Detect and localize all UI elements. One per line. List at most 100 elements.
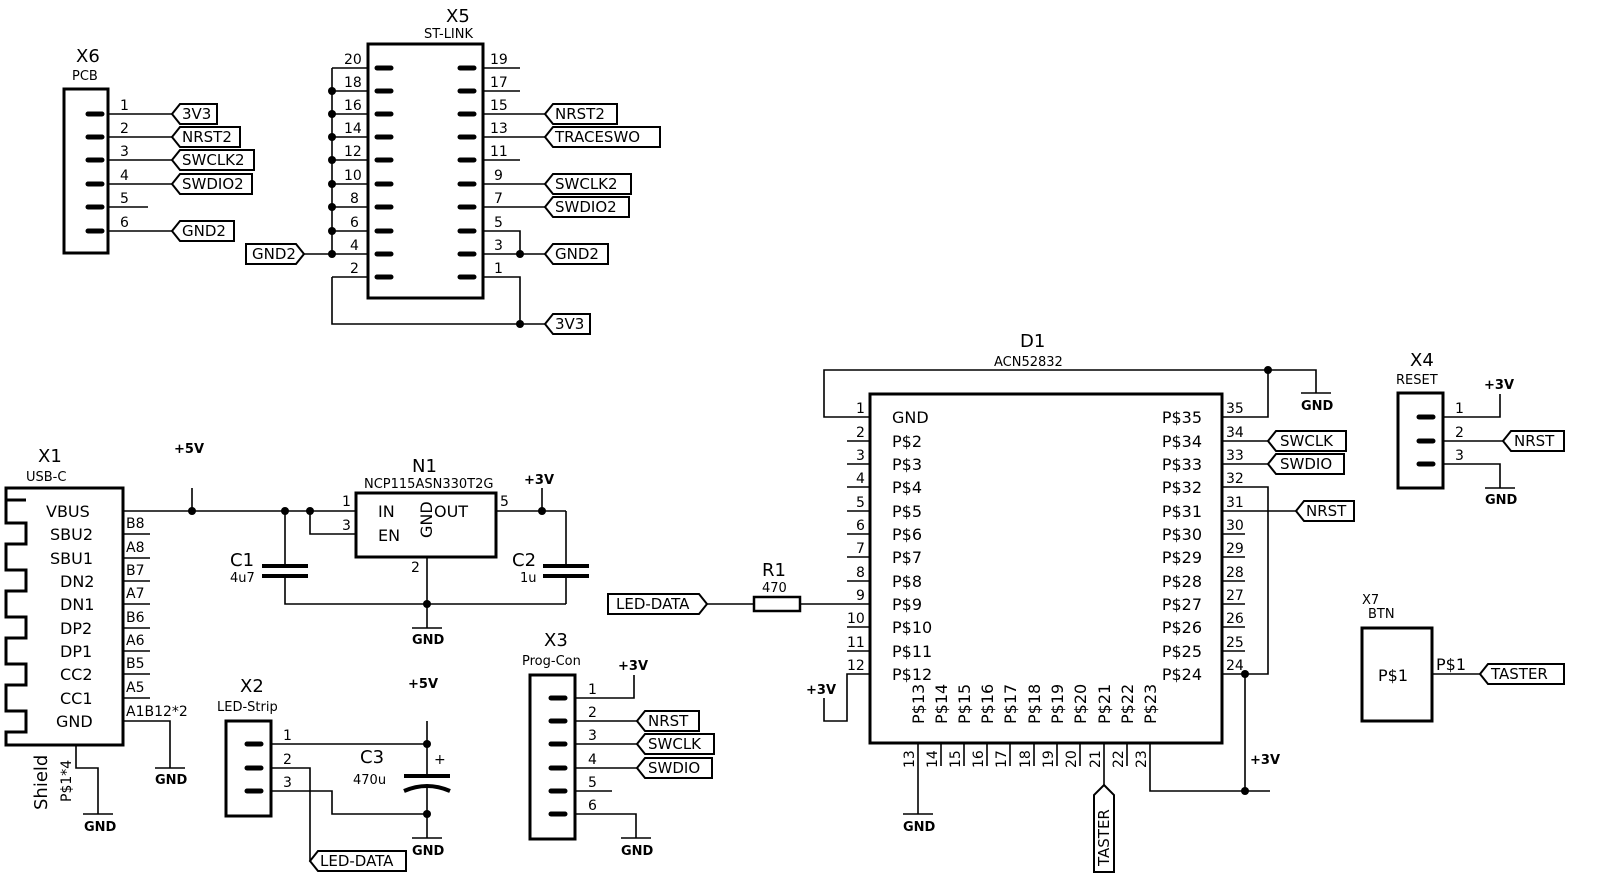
x7-value: BTN — [1368, 607, 1395, 622]
gnd-symbol-label: GND — [412, 633, 445, 648]
net-label-swdio2: SWDIO2 — [182, 175, 244, 193]
d1-pin-label: P$2 — [892, 432, 922, 451]
x1-pad: A1B12*2 — [126, 704, 188, 720]
d1-pin-num: 15 — [948, 750, 964, 768]
d1-pin-label: P$22 — [1118, 684, 1137, 724]
d1-pin-num: 23 — [1134, 750, 1150, 768]
n1-in-label: IN — [378, 502, 395, 521]
d1-pin-num: 24 — [1226, 658, 1244, 674]
d1-pin-num: 34 — [1226, 425, 1244, 441]
x6-pin-num: 5 — [120, 191, 129, 207]
x1-wires — [75, 510, 285, 815]
d1-left-pin-numbers: 1 2 3 4 5 6 7 8 9 10 11 12 — [847, 401, 865, 674]
power-5v-upper: +5V — [174, 442, 204, 515]
d1-pin-num: 4 — [856, 471, 865, 487]
d1-pin-label: P$12 — [892, 665, 932, 684]
d1-pin-num: 25 — [1226, 635, 1244, 651]
c1-ref: C1 — [230, 550, 254, 571]
x5-pin-num: 6 — [350, 215, 359, 231]
x3-body — [528, 673, 577, 841]
x5-pin-num: 5 — [494, 215, 503, 231]
d1-pin-num: 16 — [971, 750, 987, 768]
capacitor-c2: C2 1u +3V — [512, 473, 589, 604]
x4-pin-num: 2 — [1455, 425, 1464, 441]
x5-pin-num: 7 — [494, 191, 503, 207]
d1-right-labels: P$35 P$34 P$33 P$32 P$31 P$30 P$29 P$28 … — [1162, 408, 1202, 684]
c3-ref: C3 — [360, 747, 384, 768]
x3-pin-num: 3 — [588, 728, 597, 744]
connector-x2: X2 LED-Strip 1 2 3 LED-DATA — [217, 676, 427, 872]
d1-pin-label: P$24 — [1162, 665, 1202, 684]
d1-pin-num: 31 — [1226, 495, 1244, 511]
n1-pin-num: 2 — [411, 560, 420, 576]
d1-right-pin-numbers: 35 34 33 32 31 30 29 28 27 26 25 24 — [1226, 401, 1244, 674]
net-label-swdio2: SWDIO2 — [555, 198, 617, 216]
net-label-taster: TASTER — [1095, 809, 1113, 867]
x6-net-flags: 3V3 NRST2 SWCLK2 SWDIO2 GND2 — [170, 103, 255, 242]
d1-pin-label: P$28 — [1162, 572, 1202, 591]
x5-pin-num: 15 — [490, 98, 508, 114]
d1-bottom-wires — [903, 743, 1245, 815]
x5-pin-num: 1 — [494, 261, 503, 277]
x5-net-flags: NRST2 TRACESWO SWCLK2 SWDIO2 GND2 GND2 3… — [245, 103, 661, 335]
r1-value: 470 — [762, 581, 787, 596]
d1-pin-num: 20 — [1064, 750, 1080, 768]
x7-pad-label: P$1 — [1378, 666, 1408, 685]
x6-body — [62, 87, 110, 255]
d1-ref: D1 — [1020, 331, 1045, 352]
n1-gnd-label: GND — [417, 501, 436, 538]
x3-pin-num: 2 — [588, 705, 597, 721]
d1-pin-label: P$17 — [1001, 684, 1020, 724]
c2-ref: C2 — [512, 550, 536, 571]
d1-pin-label: P$5 — [892, 502, 922, 521]
d1-pin-label: P$9 — [892, 595, 922, 614]
d1-pin-num: 27 — [1226, 588, 1244, 604]
gnd-symbol-label: GND — [903, 820, 936, 835]
d1-pin-label: GND — [892, 408, 929, 427]
x4-pin-num: 3 — [1455, 448, 1464, 464]
x7-pad-label-outer: P$1 — [1436, 655, 1466, 674]
n1-out-label: OUT — [434, 502, 468, 521]
x3-pin-num: 5 — [588, 775, 597, 791]
x4-ref: X4 — [1410, 350, 1434, 371]
d1-pin-num: 30 — [1226, 518, 1244, 534]
d1-pin-num: 18 — [1018, 750, 1034, 768]
x6-pin-num: 3 — [120, 144, 129, 160]
d1-pin-label: P$32 — [1162, 478, 1202, 497]
d1-pin-label: P$21 — [1095, 684, 1114, 724]
net-label-nrst: NRST — [1306, 502, 1347, 520]
x5-pin-num: 3 — [494, 238, 503, 254]
module-d1: D1 ACN52832 +3V GND +3V — [806, 331, 1355, 873]
d1-pin-num: 29 — [1226, 541, 1244, 557]
capacitor-c1: C1 4u7 — [230, 507, 566, 605]
net-label-swdio: SWDIO — [648, 759, 700, 777]
net-label-led-data: LED-DATA — [320, 852, 394, 870]
x5-pin-num: 4 — [350, 238, 359, 254]
d1-pin-num: 19 — [1041, 750, 1057, 768]
power-3v-label: +3V — [1484, 378, 1514, 393]
x6-pin-num: 1 — [120, 98, 129, 114]
d1-left-labels: GND P$2 P$3 P$4 P$5 P$6 P$7 P$8 P$9 P$10… — [892, 408, 932, 684]
x3-pin-num: 6 — [588, 798, 597, 814]
net-label-swclk: SWCLK — [648, 735, 702, 753]
gnd-symbol-label: GND — [1485, 493, 1518, 508]
d1-pin-label: P$35 — [1162, 408, 1202, 427]
x3-pin-num: 1 — [588, 682, 597, 698]
x4-value: RESET — [1396, 373, 1438, 388]
x1-pad: B7 — [126, 563, 145, 579]
d1-pin-num: 9 — [856, 588, 865, 604]
n1-ref: N1 — [412, 456, 437, 477]
d1-pin-num: 14 — [925, 750, 941, 768]
c3-polarity: + — [434, 752, 446, 768]
c2-value: 1u — [520, 571, 537, 586]
d1-bottom-labels: P$13 P$14 P$15 P$16 P$17 P$18 P$19 P$20 … — [909, 684, 1160, 724]
net-label-nrst2: NRST2 — [182, 128, 232, 146]
x1-pin-label: GND — [56, 712, 93, 731]
d1-pin-label: P$6 — [892, 525, 922, 544]
x3-pin-num: 4 — [588, 752, 597, 768]
net-label-taster: TASTER — [1490, 665, 1548, 683]
x2-pin-num: 1 — [283, 728, 292, 744]
x6-pin-num: 6 — [120, 215, 129, 231]
x1-pin-label: DP2 — [60, 619, 92, 638]
x5-pin-num: 19 — [490, 52, 508, 68]
